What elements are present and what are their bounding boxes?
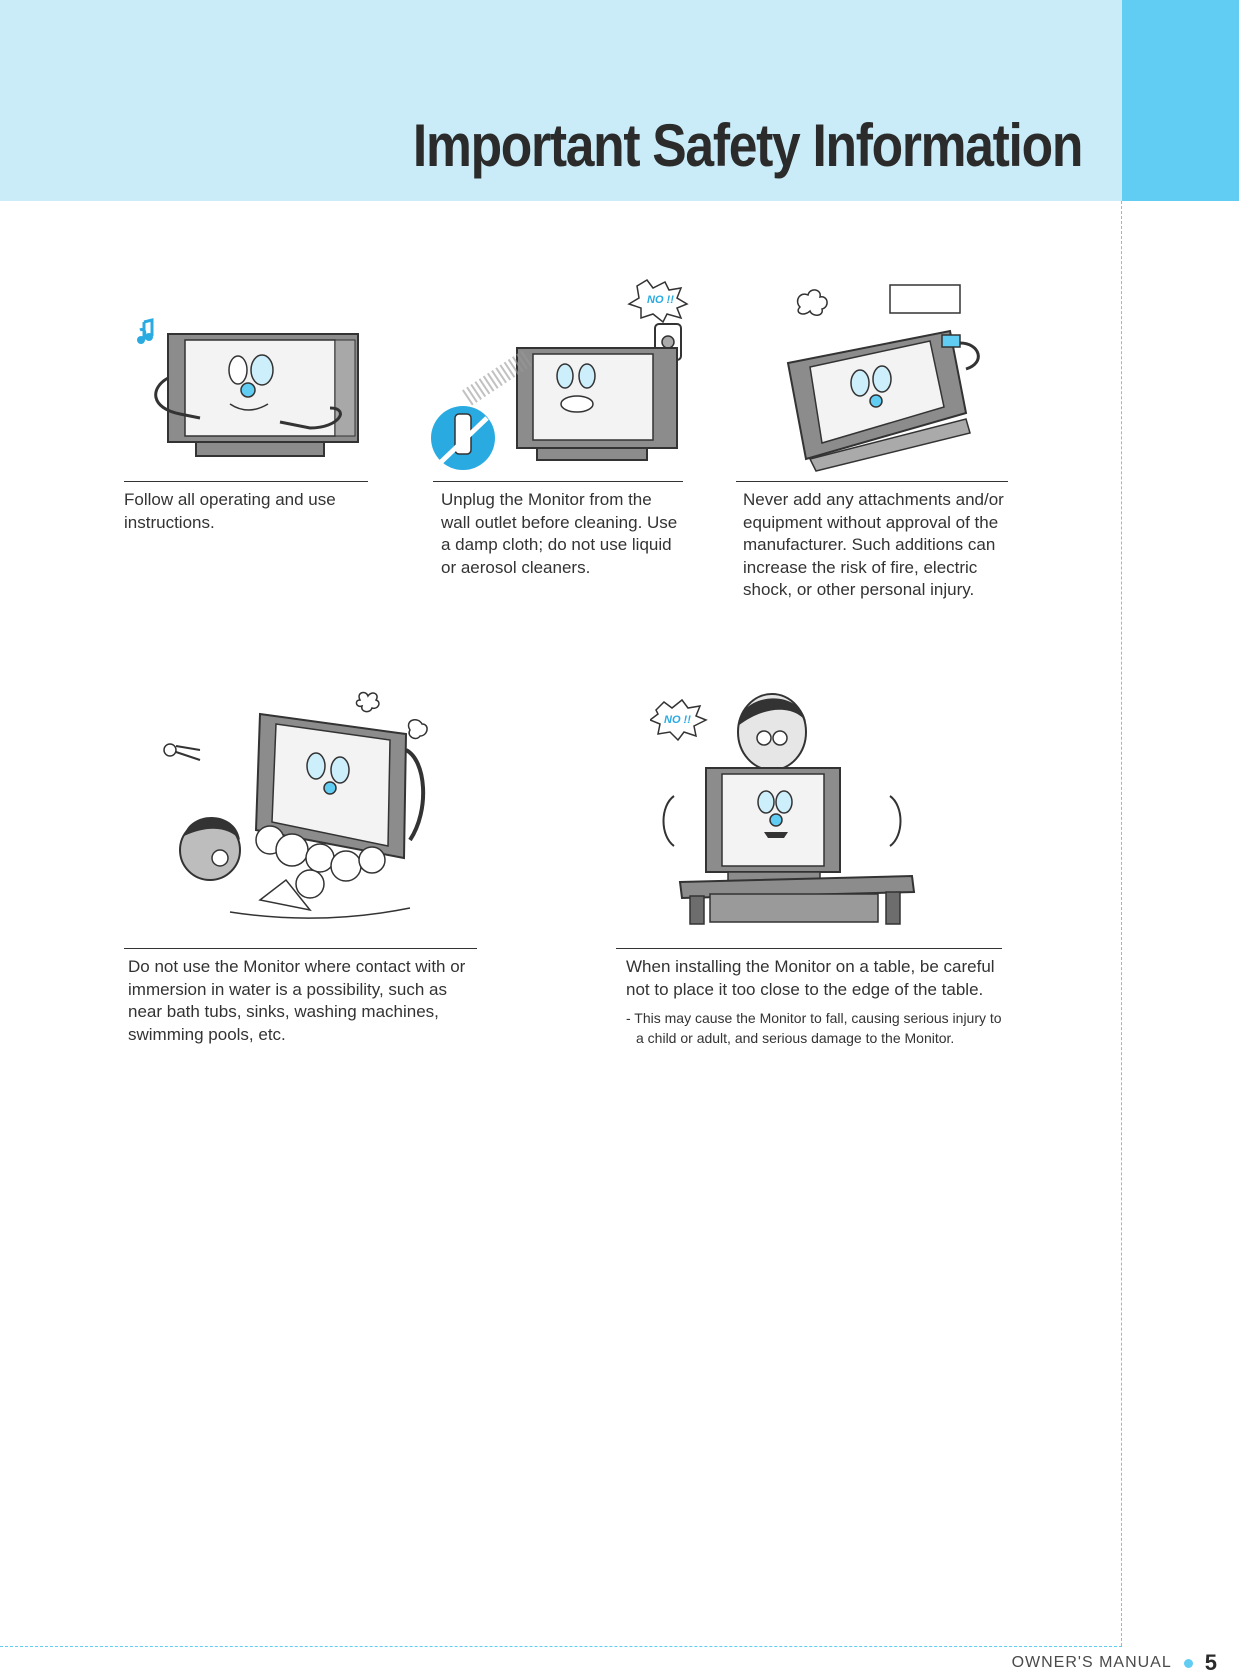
item-1-rule [124, 481, 368, 482]
item-3-rule [736, 481, 1008, 482]
page-title: Important Safety Information [412, 112, 1083, 179]
margin-guide-vertical [1121, 201, 1122, 1646]
monitor-water-illustration [163, 691, 428, 919]
footer-dot [1183, 1658, 1193, 1668]
page-number: 5 [1204, 1650, 1217, 1675]
no-badge-2: NO !! [664, 714, 691, 726]
monitor-cleaning-illustration: NO !! [431, 279, 689, 470]
monitor-music-illustration [137, 318, 359, 457]
footer-label: OWNER'S MANUAL [1011, 1654, 1172, 1671]
monitor-attachment-illustration [786, 284, 980, 472]
item-4-rule [124, 948, 477, 949]
margin-guide-horizontal [0, 1646, 1122, 1647]
item-5-caption: When installing the Monitor on a table, … [626, 957, 995, 999]
item-1-caption: Follow all operating and use instruction… [124, 490, 336, 532]
item-5-rule [616, 948, 1002, 949]
item-4-caption: Do not use the Monitor where contact wit… [128, 957, 466, 1044]
monitor-table-edge-illustration: NO !! [650, 693, 916, 925]
footer: OWNER'S MANUAL 5 [1012, 1650, 1217, 1676]
item-3-caption: Never add any attachments and/or equipme… [743, 490, 1004, 599]
item-5-note: - This may cause the Monitor to fall, ca… [626, 1010, 1002, 1046]
header-band [0, 0, 1122, 201]
no-badge-1: NO !! [647, 294, 674, 306]
item-2-caption: Unplug the Monitor from the wall outlet … [441, 490, 678, 577]
header-tab [1122, 0, 1239, 201]
item-2-rule [433, 481, 683, 482]
